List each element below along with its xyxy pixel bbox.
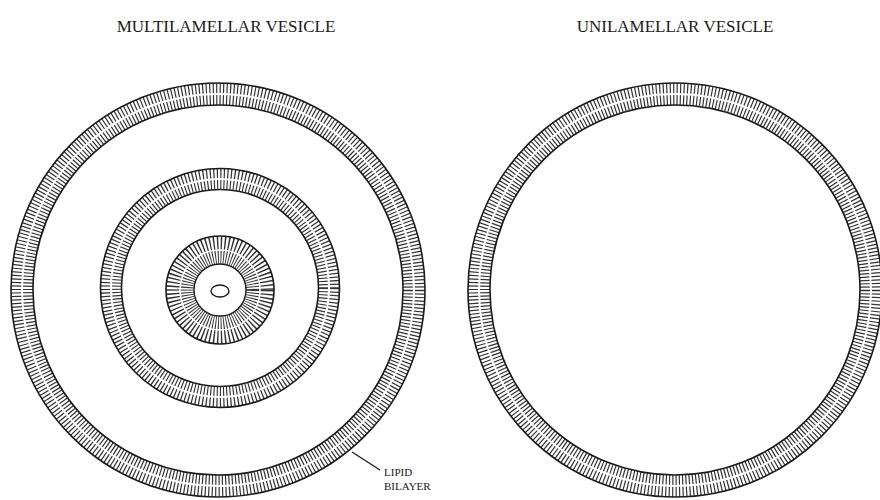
multilamellar-vesicle [11, 83, 425, 497]
leader-line [352, 452, 380, 470]
vesicle-title: UNILAMELLAR VESICLE [575, 16, 775, 37]
vesicle-title: MULTILAMELLAR VESICLE [116, 16, 336, 37]
unilamellar-vesicle [468, 83, 880, 497]
part-label: LIPID BILAYER [384, 466, 454, 494]
